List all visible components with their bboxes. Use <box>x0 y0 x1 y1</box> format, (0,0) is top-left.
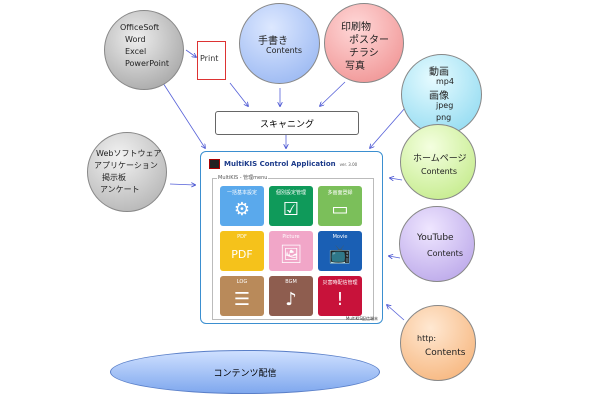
tile-label: 災害時配信管理 <box>322 280 358 286</box>
management-menu-group: MultiKIS - 管理menu 一括基本設定 ⚙ 個別設定管理 ☑ 多画面登録 ▭ PD… <box>212 174 374 320</box>
delivery-label: コンテンツ配信 <box>213 368 277 379</box>
tile-icon: ! <box>336 289 344 310</box>
group-label: MultiKIS - 管理menu <box>217 174 269 181</box>
scanning-label: スキャニング <box>259 119 314 130</box>
scanning-box: スキャニング <box>215 111 359 135</box>
tile-label: 個別設定管理 <box>275 190 306 196</box>
tile-icon: 🖼 <box>279 244 303 265</box>
youtube-title: YouTube <box>417 233 454 243</box>
homepage-title: ホームページ <box>413 154 467 164</box>
menu-tile[interactable]: 一括基本設定 ⚙ <box>220 186 264 226</box>
menu-tile[interactable]: 多画面登録 ▭ <box>318 186 362 226</box>
tile-label: Picture <box>282 234 300 240</box>
handwritten-title: 手書き <box>258 36 288 47</box>
app-title: MultiKIS Control Application <box>224 160 336 168</box>
image-format: png <box>436 113 452 122</box>
handwritten-sub: Contents <box>266 46 302 55</box>
app-title-bar: MultiKIS Control Application ver. 3.00 <box>209 159 357 169</box>
menu-tiles: 一括基本設定 ⚙ 個別設定管理 ☑ 多画面登録 ▭ PDF PDF Picture 🖼 Movie 📺… <box>220 186 362 316</box>
office-item: Excel <box>125 47 147 56</box>
office-item: Word <box>125 35 146 44</box>
http-circle: http: Contents <box>400 305 476 381</box>
tile-label: Movie <box>332 234 348 240</box>
tile-icon: ☑ <box>282 199 300 220</box>
printed-circle: 印刷物 ポスター チラシ 写真 <box>324 3 404 83</box>
tile-icon: PDF <box>231 248 253 261</box>
office-title: OfficeSoft <box>120 23 160 32</box>
printed-title: 印刷物 <box>341 22 371 33</box>
youtube-circle: YouTube Contents <box>399 206 475 282</box>
printed-item: ポスター <box>349 35 389 46</box>
video-format: mp4 <box>436 77 454 86</box>
app-footer: MultiKIS配信端末 <box>345 316 378 321</box>
office-item: PowerPoint <box>125 59 170 68</box>
homepage-sub: Contents <box>421 167 457 176</box>
tile-icon: ☰ <box>233 289 251 310</box>
web-line: Webソフトウェア <box>96 149 162 158</box>
menu-tile[interactable]: Picture 🖼 <box>269 231 313 271</box>
image-format: jpeg <box>436 101 454 110</box>
menu-tile[interactable]: LOG ☰ <box>220 276 264 316</box>
http-sub: Contents <box>425 348 466 358</box>
web-line: 掲示板 <box>102 173 126 182</box>
web-software-circle: Webソフトウェア アプリケーション 掲示板 アンケート <box>87 132 167 212</box>
tile-label: LOG <box>236 279 248 285</box>
tile-icon: 📺 <box>328 244 352 265</box>
web-line: アンケート <box>100 185 140 194</box>
media-circle: 動画 mp4 画像 jpeg png <box>401 54 482 135</box>
print-document-icon: Print <box>197 41 226 80</box>
tile-label: 多画面登録 <box>327 190 353 196</box>
menu-tile[interactable]: 災害時配信管理! <box>318 276 362 316</box>
web-line: アプリケーション <box>94 161 158 170</box>
image-label: 画像 <box>429 91 449 102</box>
content-delivery-ellipse: コンテンツ配信 <box>110 350 380 394</box>
tile-label: PDF <box>237 234 247 240</box>
tile-label: BGM <box>285 279 297 285</box>
printed-item: 写真 <box>345 61 365 72</box>
tile-icon: ♪ <box>285 289 297 310</box>
app-logo-icon <box>209 159 220 169</box>
tile-icon: ⚙ <box>233 199 251 220</box>
video-label: 動画 <box>429 67 449 78</box>
handwritten-circle: 手書き Contents <box>239 3 320 84</box>
menu-tile[interactable]: Movie 📺 <box>318 231 362 271</box>
app-version: ver. 3.00 <box>339 161 358 167</box>
menu-tile[interactable]: 個別設定管理 ☑ <box>269 186 313 226</box>
control-application-window: MultiKIS Control Application ver. 3.00 M… <box>200 151 383 324</box>
office-soft-circle: OfficeSoft Word Excel PowerPoint <box>104 10 184 90</box>
youtube-sub: Contents <box>427 249 463 258</box>
print-label: Print <box>200 54 219 63</box>
http-title: http: <box>417 334 437 343</box>
menu-tile[interactable]: BGM ♪ <box>269 276 313 316</box>
printed-item: チラシ <box>349 48 379 59</box>
homepage-circle: ホームページ Contents <box>400 124 476 200</box>
menu-tile[interactable]: PDF PDF <box>220 231 264 271</box>
tile-icon: ▭ <box>331 199 349 220</box>
tile-label: 一括基本設定 <box>226 190 257 196</box>
